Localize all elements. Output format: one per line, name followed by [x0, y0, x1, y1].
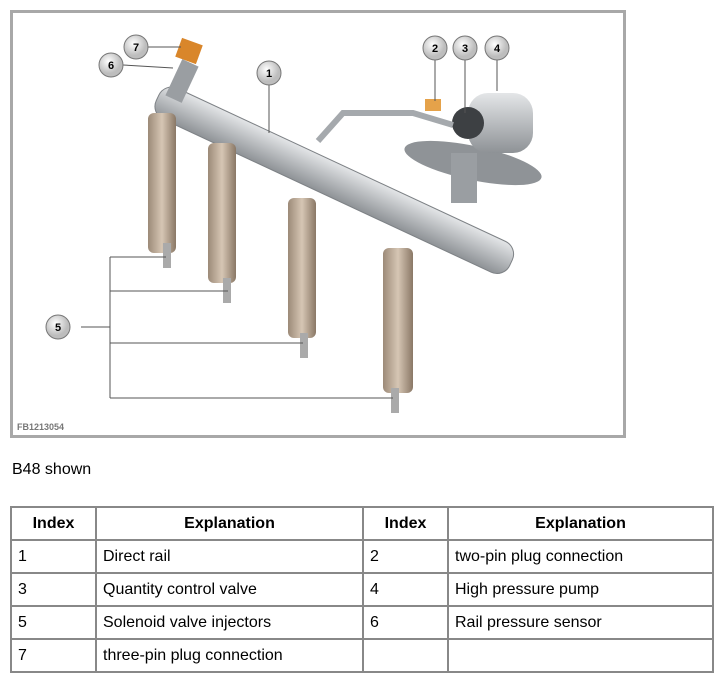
cell-index: 7: [10, 638, 97, 673]
cell-explanation: Rail pressure sensor: [447, 605, 714, 640]
header-explanation: Explanation: [95, 506, 364, 541]
high-pressure-pump: [404, 93, 542, 203]
injectors: [148, 113, 413, 413]
header-index: Index: [362, 506, 449, 541]
svg-text:5: 5: [55, 322, 61, 334]
cell-explanation: Direct rail: [95, 539, 364, 574]
rail-pressure-sensor: [175, 37, 203, 65]
cell-index: 5: [10, 605, 97, 640]
cell-index: 6: [362, 605, 449, 640]
svg-text:4: 4: [494, 43, 501, 55]
header-index: Index: [10, 506, 97, 541]
svg-text:1: 1: [266, 68, 272, 80]
table-header-row: Index Explanation Index Explanation: [10, 506, 714, 541]
svg-text:2: 2: [432, 43, 438, 55]
cell-index: 3: [10, 572, 97, 607]
cell-explanation: two-pin plug connection: [447, 539, 714, 574]
callouts: 7 6 1 2 3 4 5: [45, 34, 510, 340]
svg-text:3: 3: [462, 43, 468, 55]
figure-frame: 7 6 1 2 3 4 5 FB1213054: [10, 10, 626, 438]
svg-text:6: 6: [108, 60, 114, 72]
cell-index: 4: [362, 572, 449, 607]
figure-caption: B48 shown: [12, 461, 92, 478]
cell-explanation: Solenoid valve injectors: [95, 605, 364, 640]
svg-text:7: 7: [133, 42, 139, 54]
figure-id: FB1213054: [17, 422, 65, 432]
cell-explanation: three-pin plug connection: [95, 638, 364, 673]
header-explanation: Explanation: [447, 506, 714, 541]
direct-rail: [154, 86, 515, 274]
cell-index: [362, 638, 449, 673]
cell-index: 2: [362, 539, 449, 574]
cell-explanation: [447, 638, 714, 673]
cell-explanation: High pressure pump: [447, 572, 714, 607]
cell-index: 1: [10, 539, 97, 574]
fuel-rail-illustration: 7 6 1 2 3 4 5: [45, 34, 542, 413]
cell-explanation: Quantity control valve: [95, 572, 364, 607]
